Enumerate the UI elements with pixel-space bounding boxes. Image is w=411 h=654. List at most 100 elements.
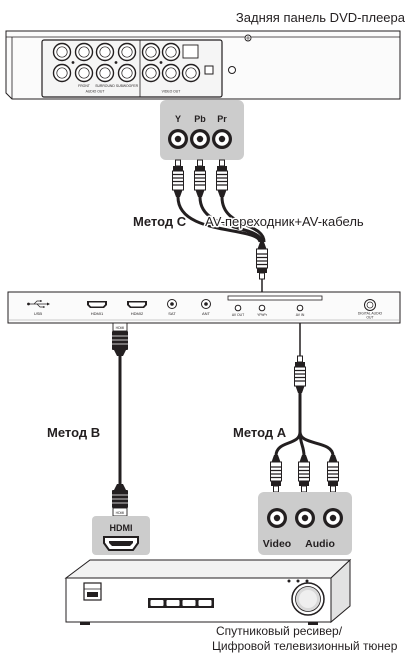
sat-label: SAT	[168, 311, 176, 316]
receiver-button-row	[148, 598, 214, 608]
method-c-label: Метод C	[133, 214, 187, 229]
dvd-audio-jack	[74, 63, 94, 83]
audio-label: Audio	[305, 538, 335, 550]
component-label-pr: Pr	[217, 114, 227, 124]
dvd-video-jack	[141, 42, 161, 62]
cable-pr	[220, 196, 266, 243]
av-in-label: AV IN	[296, 313, 305, 317]
rca-plug-y	[171, 159, 185, 198]
rca-plug-ypbpr	[255, 241, 269, 280]
receiver-foot	[308, 622, 318, 625]
volume-knob-icon	[291, 582, 325, 616]
hdmi-port-icon	[103, 536, 139, 551]
component-label-pb: Pb	[194, 114, 206, 124]
power-button-icon	[83, 582, 102, 601]
dvd-audio-jack	[117, 42, 137, 62]
device-rear-panel: USB HDMI1 HDMI2 SAT ANT AV OUT YPbPr AV …	[7, 291, 401, 324]
dvd-label-front: FRONT	[78, 84, 90, 88]
method-c-cable	[171, 159, 269, 296]
audio-jack-left	[295, 508, 315, 528]
receiver-top-face	[64, 559, 352, 579]
av-cable-audio-right	[298, 431, 335, 457]
hdmi-plug-text: HDMI	[116, 326, 125, 330]
dvd-audio-jack	[95, 63, 115, 83]
rca-plug-video	[269, 454, 283, 493]
receiver-caption-line2: Цифровой телевизионный тюнер	[212, 639, 398, 653]
dvd-label-video-out: VIDEO OUT	[162, 90, 181, 94]
digital-audio-label-out: OUT	[366, 316, 373, 320]
video-jack	[267, 508, 287, 528]
dvd-audio-jack	[117, 63, 137, 83]
dvd-audio-jack	[95, 42, 115, 62]
method-a-av-cable: Video Audio	[258, 323, 352, 555]
component-label-y: Y	[175, 114, 181, 124]
ypbpr-jack	[258, 304, 266, 312]
usb-icon	[27, 300, 50, 308]
dvd-video-jack	[141, 63, 161, 83]
digital-audio-label: DIGITAL AUDIO	[358, 312, 383, 316]
dvd-optical-port	[204, 65, 214, 75]
rca-plug-av-in	[293, 355, 307, 394]
component-jack-y	[168, 129, 188, 149]
rca-plug-audio-left	[297, 454, 311, 493]
dvd-video-jack	[161, 63, 181, 83]
receiver-indicator	[305, 579, 309, 583]
dvd-video-jack	[161, 42, 181, 62]
dvd-video-jack	[181, 63, 201, 83]
dvd-label-audio-out: AUDIO OUT	[86, 90, 105, 94]
dvd-audio-jack	[74, 42, 94, 62]
ypbpr-label: YPbPr	[257, 313, 268, 317]
dvd-audio-jack	[52, 42, 72, 62]
screw-icon	[244, 34, 252, 42]
receiver-foot	[80, 622, 90, 625]
hdmi2-port	[127, 301, 147, 308]
dvd-label-subwoofer: SUBWOOFER	[116, 84, 139, 88]
sat-port	[167, 299, 177, 309]
cable-y	[176, 196, 262, 243]
dvd-audio-jack	[52, 63, 72, 83]
cable-pb	[198, 196, 264, 243]
hdmi-plug-top: HDMI	[112, 322, 128, 356]
dvd-rear-panel: FRONT SURROUND SUBWOOFER AUDIO OUT VIDEO…	[5, 30, 401, 100]
method-b-label: Метод B	[47, 425, 100, 440]
rca-plug-pr	[215, 159, 229, 198]
av-input-block: Video Audio	[258, 492, 352, 555]
dvd-indicator-dot	[159, 61, 163, 64]
ant-port	[201, 299, 211, 309]
dvd-label-plate	[182, 44, 199, 59]
hdmi2-label: HDMI2	[131, 311, 144, 316]
receiver-caption-line1: Спутниковый ресивер/	[216, 624, 343, 638]
dvd-label-surround: SURROUND	[95, 84, 115, 88]
dvd-coaxial-port	[228, 66, 236, 74]
receiver-indicator	[287, 579, 291, 583]
hdmi-input-block: HDMI	[92, 516, 150, 555]
av-port-strip	[227, 295, 323, 301]
component-jack-pb	[190, 129, 210, 149]
av-out-jack	[234, 304, 242, 312]
method-b-hdmi-cable: HDMI HDMI HDMI	[92, 322, 150, 555]
digital-audio-out-port	[364, 299, 376, 311]
av-out-label: AV OUT	[232, 313, 244, 317]
dvd-indicator-dot	[114, 61, 118, 64]
audio-jack-right	[323, 508, 343, 528]
hdmi-plug-text: HDMI	[116, 511, 125, 515]
video-label: Video	[263, 538, 291, 550]
component-input-block: Y Pb Pr	[160, 100, 244, 160]
hdmi-plug-bottom: HDMI	[112, 484, 128, 517]
satellite-receiver	[64, 558, 352, 625]
method-c-description: AV-переходник+AV-кабель	[205, 214, 364, 229]
hdmi-input-label: HDMI	[110, 523, 133, 533]
receiver-indicator	[296, 579, 300, 583]
dvd-rear-panel-caption: Задняя панель DVD-плеера	[236, 10, 406, 25]
method-a-label: Метод A	[233, 425, 287, 440]
hdmi1-port	[87, 301, 107, 308]
dvd-indicator-dot	[71, 61, 75, 64]
hdmi1-label: HDMI1	[91, 311, 104, 316]
av-in-jack	[296, 304, 304, 312]
usb-label: USB	[34, 311, 43, 316]
rca-plug-audio-right	[326, 454, 340, 493]
component-jack-pr	[212, 129, 232, 149]
rca-plug-pb	[193, 159, 207, 198]
ant-label: ANT	[202, 311, 211, 316]
